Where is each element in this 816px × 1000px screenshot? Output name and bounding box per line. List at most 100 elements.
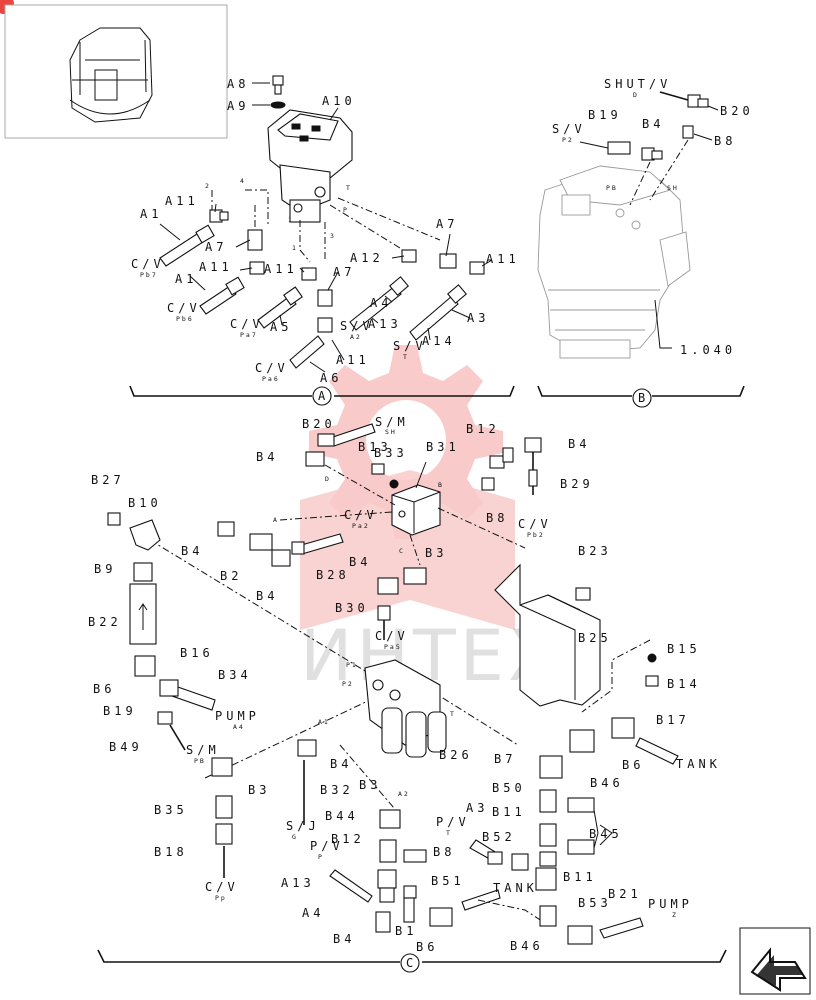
part-label-a6: A6	[320, 371, 342, 385]
port-label-p1: P1	[346, 661, 358, 669]
line-sublabel-cv-pa5: Pa5	[384, 643, 402, 651]
part-label-b50: B50	[492, 781, 526, 795]
section-b-marker[interactable]	[632, 388, 652, 408]
part-label-b1: B1	[395, 924, 417, 938]
line-label-cv-pa2: C/V	[344, 508, 378, 522]
part-label-a12: A12	[350, 251, 384, 265]
line-sublabel-sj-g: G	[292, 833, 298, 841]
line-label-cv-pa5: C/V	[375, 629, 409, 643]
part-label-a5: A5	[270, 320, 292, 334]
part-label-b30: B30	[335, 601, 369, 615]
part-label-b11b: B11	[563, 870, 597, 884]
part-label-a9: A9	[227, 99, 249, 113]
swing-motor-ghost	[537, 165, 691, 359]
part-label-b10: B10	[128, 496, 162, 510]
part-label-b31: B31	[426, 440, 460, 454]
line-sublabel-cv-pb7: Pb7	[140, 271, 158, 279]
part-label-b9: B9	[94, 562, 116, 576]
line-sublabel-pv-t: T	[446, 829, 452, 837]
line-label-pv-p: P/V	[310, 839, 344, 853]
line-label-sj-g: S/J	[286, 819, 320, 833]
part-label-b12b: B12	[331, 832, 365, 846]
part-label-a1a: A1	[140, 207, 162, 221]
part-label-a8: A8	[227, 77, 249, 91]
part-label-b8a: B8	[714, 134, 736, 148]
line-label-sv-p2: S/V	[552, 122, 586, 136]
part-label-b23: B23	[578, 544, 612, 558]
section-a-marker[interactable]	[312, 386, 332, 406]
machine-thumbnail[interactable]	[4, 4, 228, 139]
section-c-letter: C	[406, 956, 413, 970]
part-label-b6b: B6	[622, 758, 644, 772]
part-label-b3a: B3	[425, 546, 447, 560]
port-label-tank2: TANK	[493, 881, 538, 895]
part-label-b52: B52	[482, 830, 516, 844]
line-sublabel-sv-p2: P2	[562, 136, 574, 144]
port-label-a1p: A1	[318, 718, 330, 726]
part-label-b4f: B4	[349, 555, 371, 569]
port-label-n5: 1	[288, 216, 294, 224]
part-label-a10: A10	[322, 94, 356, 108]
line-label-pv-t: P/V	[436, 815, 470, 829]
part-label-b4g: B4	[330, 757, 352, 771]
part-label-b15: B15	[667, 642, 701, 656]
part-label-b26: B26	[439, 748, 473, 762]
line-label-shut-v: SHUT/V	[604, 77, 671, 91]
section-c-marker[interactable]	[400, 953, 420, 973]
part-label-b25: B25	[578, 631, 612, 645]
port-label-tank1: TANK	[676, 757, 721, 771]
part-label-a1b: A1	[175, 272, 197, 286]
line-label-cv-pb2: C/V	[518, 517, 552, 531]
part-label-a13b: A13	[281, 876, 315, 890]
watermark-logo	[300, 345, 515, 630]
port-label-n3: 3	[330, 232, 336, 240]
line-label-cv-pb7: C/V	[131, 257, 165, 271]
part-label-b20a: B20	[720, 104, 754, 118]
line-sublabel-sv-a2: A2	[350, 333, 362, 341]
part-label-a3: A3	[467, 311, 489, 325]
next-page-arrow-icon[interactable]	[739, 927, 811, 995]
part-label-b34: B34	[218, 668, 252, 682]
line-sublabel-sm-pb: PB	[194, 757, 206, 765]
part-label-b44: B44	[325, 809, 359, 823]
part-label-b27: B27	[91, 473, 125, 487]
part-label-b35: B35	[154, 803, 188, 817]
part-label-b7: B7	[494, 752, 516, 766]
part-label-a11c: A11	[264, 262, 298, 276]
part-label-a11b: A11	[199, 260, 233, 274]
part-label-b12a: B12	[466, 422, 500, 436]
part-label-b28: B28	[316, 568, 350, 582]
line-label-pump-a4: PUMP	[215, 709, 260, 723]
line-sublabel-cv-pb6: Pb6	[176, 315, 194, 323]
part-label-b32: B32	[320, 783, 354, 797]
port-label-t1: T	[450, 710, 456, 718]
part-label-a4: A4	[370, 296, 392, 310]
section-b-letter: B	[638, 391, 645, 405]
line-label-cv-pb6: C/V	[167, 301, 201, 315]
port-label-c1: C	[399, 547, 405, 555]
line-sublabel-cv-pa2: Pa2	[352, 522, 370, 530]
line-label-cv-pp: C/V	[205, 880, 239, 894]
part-label-b8c: B8	[433, 845, 455, 859]
part-label-b6a: B6	[93, 682, 115, 696]
part-label-a7a: A7	[205, 240, 227, 254]
line-sublabel-cv-pa7: Pa7	[240, 331, 258, 339]
port-label-n1: 1	[292, 244, 298, 252]
reference-number: 1.040	[680, 343, 736, 357]
line-sublabel-cv-pa6: Pa6	[262, 375, 280, 383]
part-label-b17: B17	[656, 713, 690, 727]
part-label-b22: B22	[88, 615, 122, 629]
line-label-sv-t: S/V	[393, 339, 427, 353]
port-label-p2: P2	[342, 680, 354, 688]
line-sublabel-cv-pb2: Pb2	[527, 531, 545, 539]
part-label-b29: B29	[560, 477, 594, 491]
part-label-a14: A14	[422, 334, 456, 348]
part-label-b20b: B20	[302, 417, 336, 431]
part-label-b4a: B4	[642, 117, 664, 131]
section-c	[107, 423, 679, 945]
part-label-b3b: B3	[248, 783, 270, 797]
part-label-b3c: B3	[359, 778, 381, 792]
part-label-a7c: A7	[436, 217, 458, 231]
